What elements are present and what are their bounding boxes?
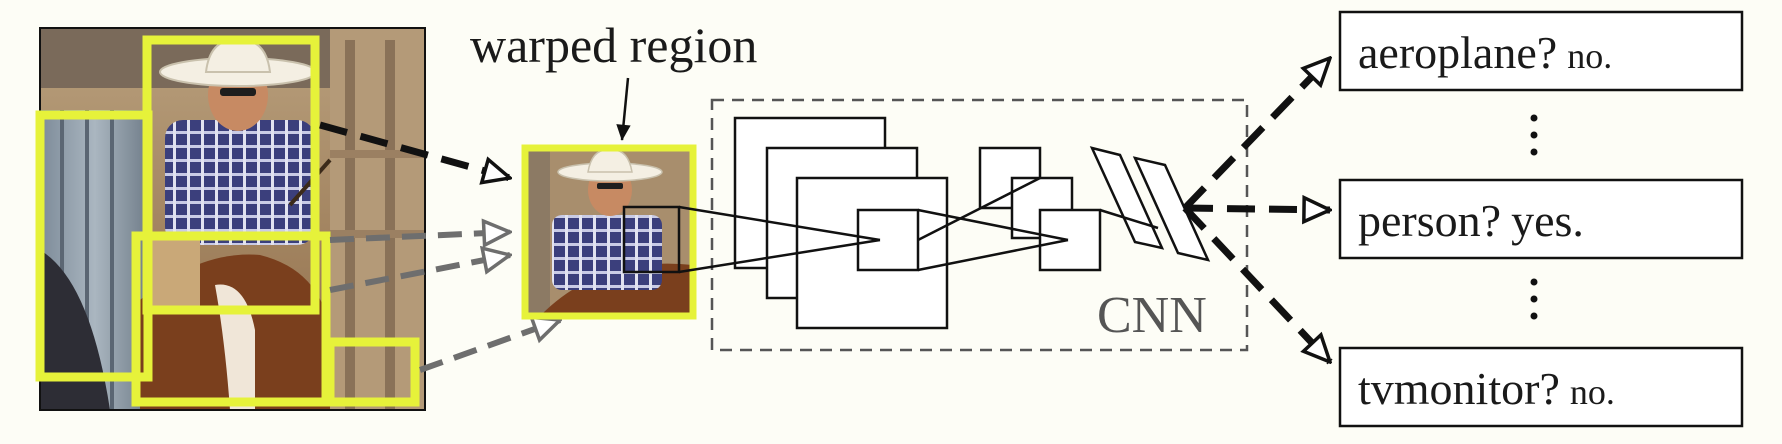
output-text: tvmonitor?no. (1358, 363, 1615, 414)
output-arrows (1182, 58, 1330, 362)
arrow-gate-to-warped (329, 232, 510, 240)
output-person: person?yes. (1338, 178, 1744, 260)
cnn-label: CNN (1097, 287, 1207, 344)
ellipsis-top (1530, 114, 1538, 156)
region-proposals (35, 35, 420, 407)
output-text: person?yes. (1358, 195, 1584, 246)
output-box (1338, 178, 1744, 260)
output-box (1338, 10, 1744, 92)
output-category: person? (1358, 195, 1501, 246)
warped-region-label: warped region (470, 17, 757, 73)
arrow-to-tvmonitor (1182, 205, 1330, 362)
arrow-to-person (1184, 208, 1330, 210)
output-answer: yes. (1511, 195, 1584, 246)
warped-region-image (521, 144, 697, 320)
output-aeroplane: aeroplane?no. (1338, 10, 1744, 92)
output-answer: no. (1570, 372, 1615, 412)
ellipsis-bottom (1530, 278, 1538, 320)
cnn-dashed-box (710, 98, 1249, 352)
proposal-arrows (319, 121, 560, 373)
output-tvmonitor: tvmonitor?no. (1338, 346, 1744, 428)
cnn-block: CNN (678, 98, 1249, 352)
output-category: aeroplane? (1358, 27, 1557, 78)
arrow-to-aeroplane (1182, 58, 1330, 211)
output-category: tvmonitor? (1358, 363, 1560, 414)
warped-region-pointer (616, 77, 631, 141)
output-box (1338, 346, 1744, 428)
receptive-field-patch (622, 205, 681, 274)
arrow-horse-to-warped (329, 255, 510, 293)
pool-layer-3 (1038, 208, 1102, 272)
arrow-person-to-warped (319, 121, 510, 178)
output-answer: no. (1567, 36, 1612, 76)
input-photo (39, 27, 426, 411)
arrow-small-to-warped (418, 320, 560, 373)
fc-layer-2 (1132, 156, 1211, 262)
proposal-box-horse (131, 231, 331, 407)
conv-kernel (856, 208, 920, 272)
output-text: aeroplane?no. (1358, 27, 1612, 78)
proposal-box-gate (35, 110, 153, 382)
proposal-box-small (325, 337, 420, 407)
